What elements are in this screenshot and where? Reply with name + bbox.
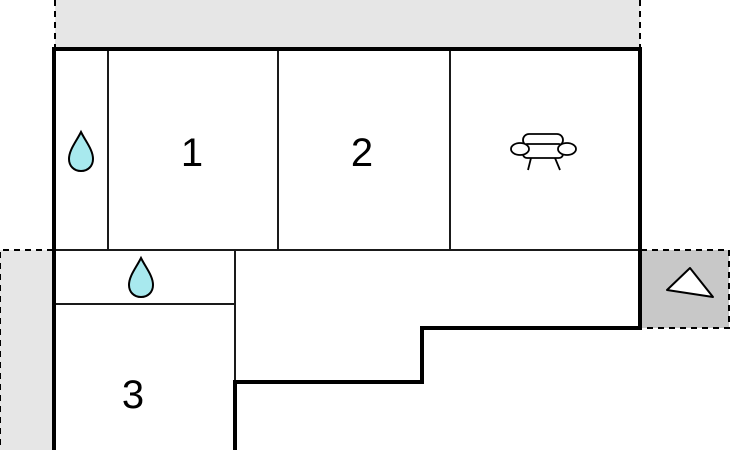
compass-triangle-icon bbox=[666, 267, 714, 298]
armchair-icon bbox=[510, 133, 577, 171]
terrace-right-dashed-border bbox=[641, 249, 730, 329]
terrace-top-dashed-border bbox=[54, 0, 641, 48]
room-label-2: 2 bbox=[350, 131, 374, 175]
room-label-3: 3 bbox=[121, 373, 145, 417]
water-drop-icon bbox=[67, 129, 95, 173]
outer-walls bbox=[52, 47, 642, 450]
outer-wall-outline bbox=[52, 47, 642, 450]
terrace-left bbox=[0, 250, 53, 450]
room-label-1: 1 bbox=[180, 131, 204, 175]
water-drop-icon bbox=[127, 255, 155, 299]
terrace-top bbox=[55, 0, 640, 48]
inner-walls bbox=[54, 49, 640, 382]
